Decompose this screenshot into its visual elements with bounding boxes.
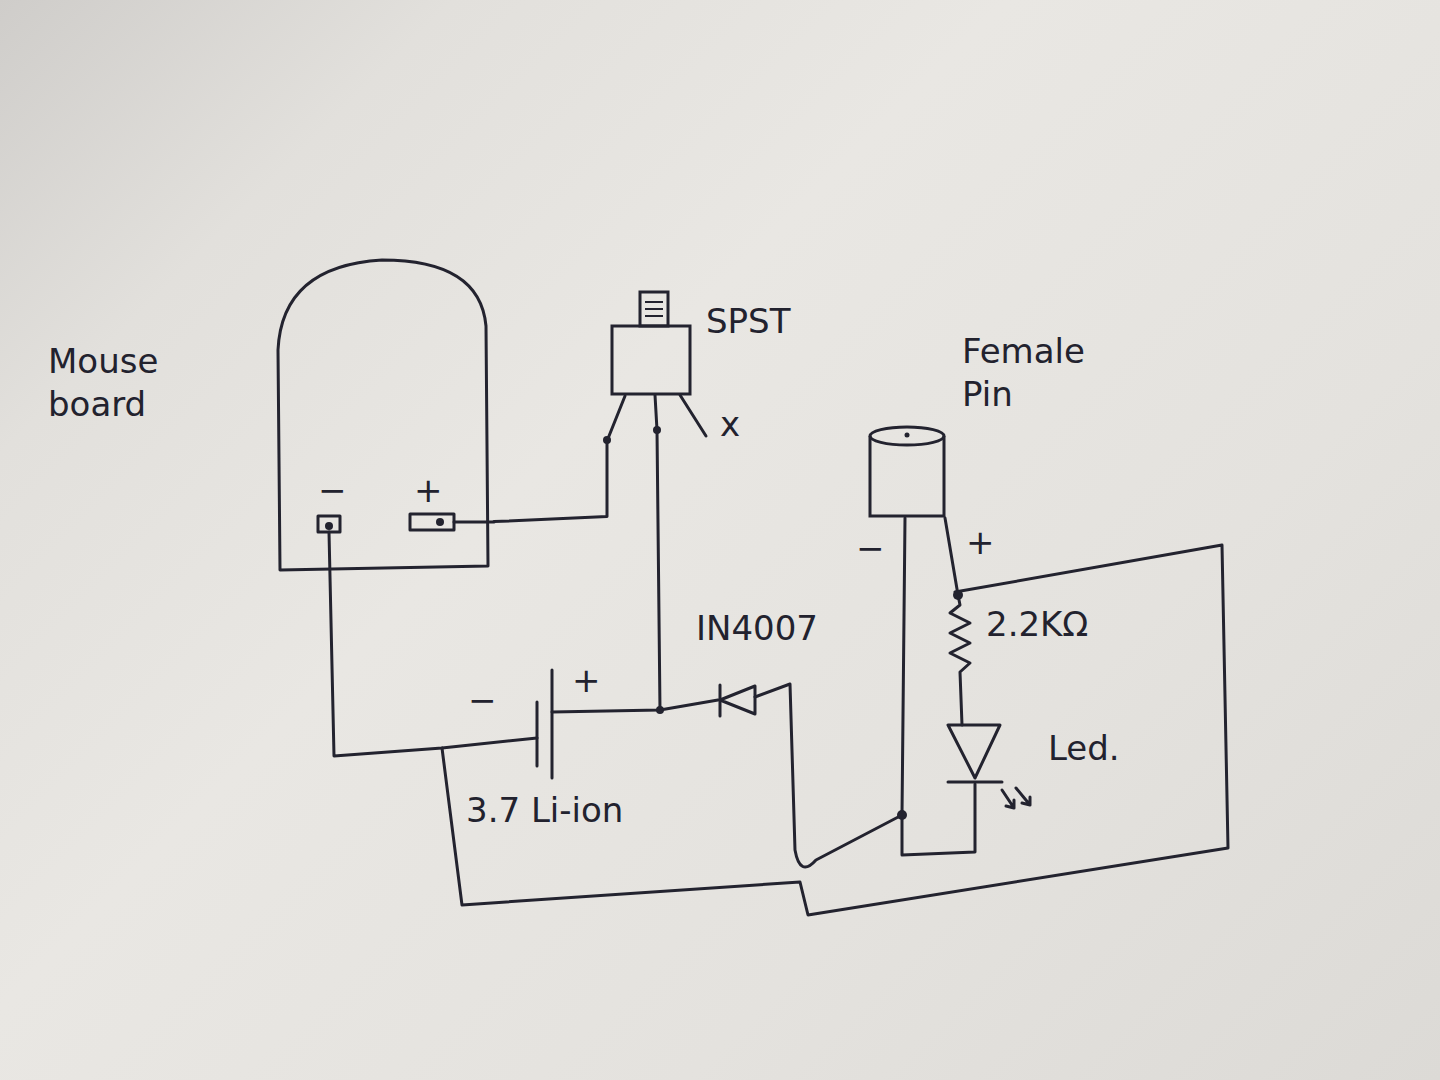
pin-dot bbox=[653, 426, 661, 434]
led-label: Led. bbox=[1048, 728, 1120, 769]
battery-plate bbox=[551, 670, 554, 778]
pad-dot bbox=[325, 522, 333, 530]
positive-pad bbox=[410, 514, 454, 530]
part-name: Female Pin bbox=[962, 330, 1122, 415]
led-arrow bbox=[1016, 788, 1030, 805]
led-symbol bbox=[948, 725, 1000, 778]
spst-switch-outline bbox=[610, 288, 692, 396]
mouse-board-outline bbox=[272, 256, 494, 576]
pad-sign: − bbox=[318, 470, 347, 511]
no-connect-mark: x bbox=[720, 404, 740, 445]
negative-pad bbox=[318, 516, 340, 532]
part-number: IN4007 bbox=[696, 608, 818, 649]
led-arrow bbox=[1002, 790, 1014, 808]
polarity-sign: + bbox=[966, 522, 995, 563]
switch-pin bbox=[655, 395, 657, 430]
wire-connector bbox=[494, 396, 625, 522]
diode-bar bbox=[719, 685, 722, 716]
female-pin-outline bbox=[866, 424, 948, 520]
switch-wire bbox=[657, 430, 660, 710]
pin-negative-wire bbox=[902, 518, 975, 855]
led-bar bbox=[948, 781, 1002, 784]
battery-plate bbox=[536, 702, 539, 766]
polarity-sign: − bbox=[856, 528, 885, 569]
part-name: SPST bbox=[706, 300, 790, 343]
junction-dot bbox=[897, 810, 907, 820]
junction-dot bbox=[953, 590, 963, 600]
junction-dot bbox=[656, 706, 664, 714]
pad-sign: + bbox=[414, 470, 443, 511]
loop-wire bbox=[442, 545, 1228, 915]
pad-dot bbox=[436, 518, 444, 526]
female-pin: Female Pin bbox=[866, 424, 948, 520]
resistor-value: 2.2KΩ bbox=[986, 604, 1088, 645]
diode-wire bbox=[755, 684, 902, 867]
battery-wire bbox=[552, 700, 718, 712]
polarity-sign: + bbox=[572, 660, 601, 701]
polarity-sign: − bbox=[468, 680, 497, 721]
part-name: Mouse board bbox=[48, 340, 223, 425]
spst-switch: SPST bbox=[610, 288, 692, 396]
switch-pin bbox=[680, 395, 706, 436]
mouse-board: Mouse board bbox=[272, 256, 494, 576]
battery-label: 3.7 Li-ion bbox=[466, 790, 623, 831]
diode-symbol bbox=[720, 686, 755, 714]
